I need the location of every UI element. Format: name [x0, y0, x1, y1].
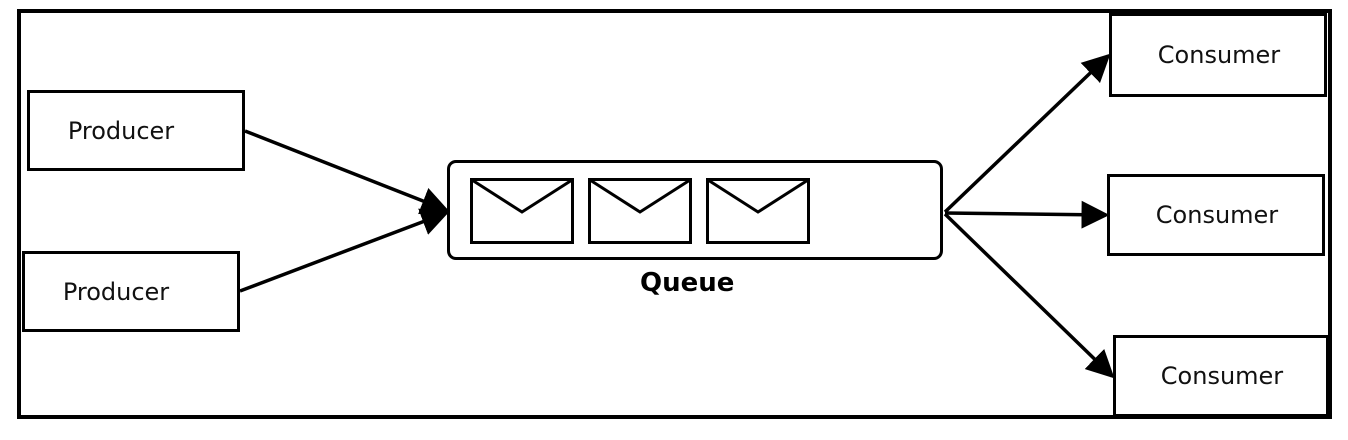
consumer-label-2: Consumer	[1155, 201, 1279, 229]
consumer-box-2: Consumer	[1107, 174, 1325, 256]
producer-box-1: Producer	[27, 90, 245, 171]
consumer-label-3: Consumer	[1160, 362, 1284, 390]
envelope-icon	[588, 178, 692, 244]
arrow-queue-to-consumer1	[943, 53, 1111, 214]
envelope-icon	[706, 178, 810, 244]
producer-label-1: Producer	[67, 116, 175, 145]
producer-box-2: Producer	[22, 251, 240, 332]
arrow-queue-to-consumer3	[943, 212, 1115, 379]
producer-label-2: Producer	[62, 277, 170, 306]
envelope-icon	[470, 178, 574, 244]
arrow-producer1-to-queue	[244, 129, 450, 215]
arrow-queue-to-consumer2	[944, 200, 1110, 229]
consumer-box-3: Consumer	[1113, 335, 1329, 417]
queue-box	[447, 160, 943, 260]
consumer-label-1: Consumer	[1157, 41, 1281, 69]
arrow-producer2-to-queue	[239, 208, 450, 293]
queue-label: Queue	[640, 268, 735, 298]
consumer-box-1: Consumer	[1109, 13, 1327, 97]
